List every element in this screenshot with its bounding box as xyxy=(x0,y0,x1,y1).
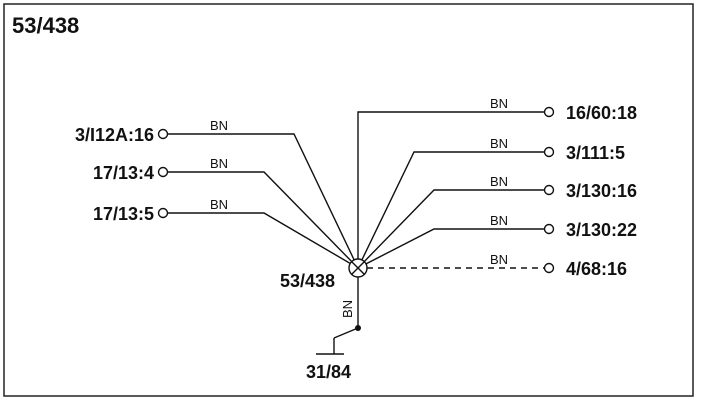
ground-wire-color-label: BN xyxy=(340,300,355,318)
right-terminal-3-connector xyxy=(543,184,555,196)
diagram-frame xyxy=(3,3,694,397)
right-wire-2-color: BN xyxy=(490,136,508,151)
right-terminal-2-connector xyxy=(543,146,555,158)
right-terminal-1-connector xyxy=(543,106,555,118)
left-terminal-1-connector xyxy=(157,128,169,140)
ground-connection xyxy=(316,277,361,355)
left-wire-3 xyxy=(168,212,359,269)
left-terminal-1-label: 3/I12A:16 xyxy=(75,125,154,145)
splice-cross-b xyxy=(351,261,365,275)
right-terminal-5-label: 4/68:16 xyxy=(566,259,627,279)
right-terminal-5-connector xyxy=(543,262,555,274)
right-wire-2 xyxy=(357,151,544,269)
ground-wire-lower xyxy=(333,327,359,339)
splice-node xyxy=(348,258,368,278)
right-terminal-4-label: 3/130:22 xyxy=(566,220,637,240)
left-terminal-2-connector xyxy=(157,166,169,178)
left-wire-3-color: BN xyxy=(210,197,228,212)
left-terminal-3-label: 17/13:5 xyxy=(93,204,154,224)
left-wire-1 xyxy=(168,133,359,269)
right-terminal-4-connector xyxy=(543,223,555,235)
left-wire-1-color: BN xyxy=(210,118,228,133)
right-wire-4-color: BN xyxy=(490,213,508,228)
left-wire-2-color: BN xyxy=(210,156,228,171)
right-wire-4 xyxy=(357,228,544,269)
diagram-title: 53/438 xyxy=(12,13,79,38)
left-terminal-3-connector xyxy=(157,207,169,219)
right-wire-3-color: BN xyxy=(490,174,508,189)
splice-label: 53/438 xyxy=(280,271,335,291)
left-terminal-2-label: 17/13:4 xyxy=(93,163,154,183)
right-wire-1 xyxy=(357,111,544,268)
right-terminal-2-label: 3/111:5 xyxy=(566,143,625,163)
right-wire-3 xyxy=(357,189,544,269)
left-wire-2 xyxy=(168,171,359,269)
right-terminal-1-label: 16/60:18 xyxy=(566,103,637,123)
right-wire-1-color: BN xyxy=(490,96,508,111)
ground-label: 31/84 xyxy=(306,362,351,382)
right-wire-5-color: BN xyxy=(490,252,508,267)
right-terminal-3-label: 3/130:16 xyxy=(566,181,637,201)
